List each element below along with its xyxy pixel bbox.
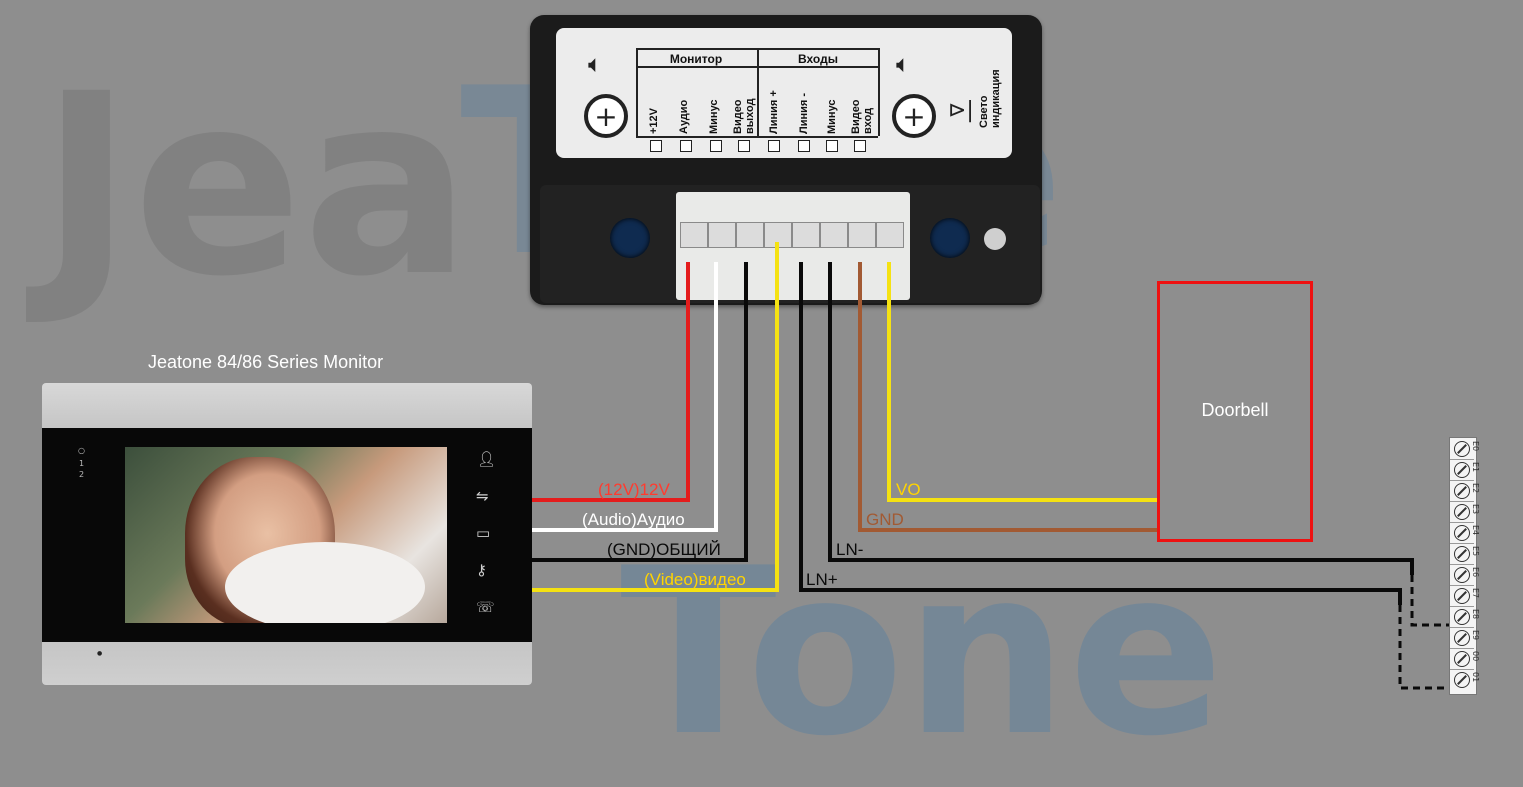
strip-label: E9 [1471,630,1480,641]
monitor-screen [125,447,447,623]
terminal-block [676,192,910,300]
strip-label: 00 [1471,651,1480,662]
terminal-marker [826,140,838,152]
mount-screw-right [930,218,970,258]
wire-label-12v: (12V)12V [598,480,670,499]
wire-label-video: (Video)видео [644,570,746,589]
strip-terminal: E9 [1450,627,1480,649]
wire-label-gnd-bell: GND [866,510,904,529]
speaker-icon-right: 🔈︎ [896,50,911,78]
terminal-marker [738,140,750,152]
strip-label: E8 [1471,609,1480,620]
terminal-screw [792,222,820,248]
wire-label-audio: (Audio)Аудио [582,510,685,529]
strip-label: E5 [1471,546,1480,557]
strip-label: E0 [1471,441,1480,452]
panel-label-card: 🔈︎ + Монитор Входы +12V Аудио Минус Виде… [556,28,1012,158]
group-monitor-label: Монитор [669,52,723,66]
indicator-label-1: 1 [79,459,85,468]
screen-scarf-image [225,542,425,623]
strip-terminal: E1 [1450,459,1480,481]
plus-screw-icon: + [584,94,628,138]
strip-terminal: E4 [1450,522,1480,544]
strip-label: E1 [1471,462,1480,473]
terminal-screw [736,222,764,248]
terminal-screw [680,222,708,248]
plus-screw-icon-right: + [892,94,936,138]
terminal-screw [848,222,876,248]
wire-ln-plus-dashed [1398,605,1449,690]
strip-label: 01 [1471,672,1480,683]
terminal-screw [876,222,904,248]
wire-ln-minus [828,262,1414,575]
terminal-marker [680,140,692,152]
terminal-marker [650,140,662,152]
group-inputs-label: Входы [798,52,838,66]
strip-terminal: E5 [1450,543,1480,565]
strip-label: E7 [1471,588,1480,599]
strip-terminal: E8 [1450,606,1480,628]
terminal-marker [854,140,866,152]
wire-gnd [532,262,748,562]
wire-label-vo: VO [896,480,921,499]
wire-ln-minus-dashed [1410,575,1449,627]
doorbell-box [1157,281,1313,542]
strip-terminal: E7 [1450,585,1480,607]
doorbell-label: Doorbell [1201,400,1269,420]
strip-terminal: E2 [1450,480,1480,502]
strip-terminal: 00 [1450,648,1480,670]
strip-label: E6 [1471,567,1480,578]
wire-12v [532,262,690,502]
terminal-screw [708,222,736,248]
terminal-strip: E0 E1 E2 E3 E4 E5 E6 E7 E8 E9 00 01 [1449,437,1480,695]
microphone-hole-icon: ● [97,650,103,657]
monitor-icon[interactable]: ▭ [476,524,491,542]
terminal-marker [798,140,810,152]
strip-terminal: 01 [1450,669,1480,690]
wire-video [532,242,779,592]
monitor-title: Jeatone 84/86 Series Monitor [148,352,384,372]
key-icon[interactable]: ⚷ [476,561,487,579]
terminal-marker [710,140,722,152]
strip-terminal: E3 [1450,501,1480,523]
wire-vo [887,262,1157,502]
wire-label-ln-plus: LN+ [806,570,838,589]
status-led [984,228,1006,250]
power-indicator-icon: ○ [78,446,85,455]
strip-label: E2 [1471,483,1480,494]
mount-screw-left [610,218,650,258]
strip-terminal: E6 [1450,564,1480,586]
wire-ln-plus [799,262,1402,605]
wiring-diagram [532,242,1449,690]
user-icon[interactable]: 👤︎ [477,450,497,468]
wire-label-ln-minus: LN- [836,540,864,559]
strip-label: E4 [1471,525,1480,536]
strip-label: E3 [1471,504,1480,515]
terminal-marker [768,140,780,152]
intercom-icon[interactable]: ⇋ [476,487,489,505]
strip-terminal: E0 [1450,438,1480,460]
led-diode-icon: ⊳| [948,98,974,123]
terminal-screw [820,222,848,248]
speaker-icon: 🔈︎ [588,50,603,78]
phone-icon[interactable]: ☏ [476,598,495,616]
indicator-label-2: 2 [79,470,85,479]
wire-label-gnd: (GND)ОБЩИЙ [607,540,721,559]
wire-gnd-bell [858,262,1157,532]
wire-audio [532,262,718,532]
